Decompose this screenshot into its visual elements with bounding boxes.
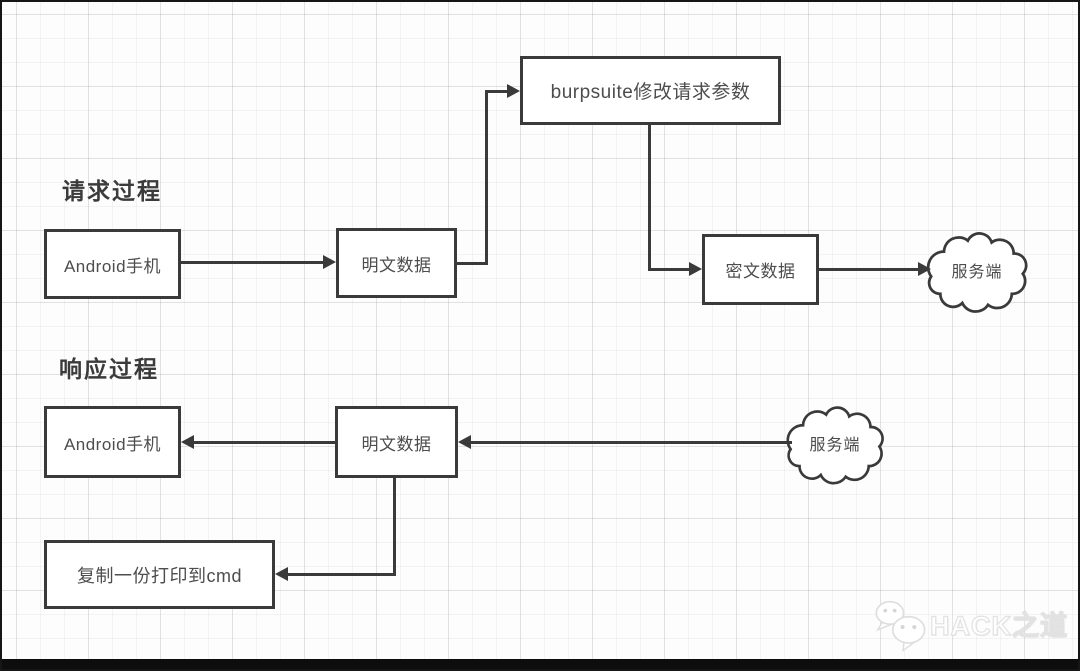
arrowhead-left-icon [458, 435, 471, 449]
node-server-cloud-request: 服务端 [920, 226, 1034, 314]
edge-plain-to-cmd-h [288, 573, 396, 576]
edge-plain-to-burp-h1 [457, 262, 488, 265]
arrowhead-left-icon [181, 435, 194, 449]
server-label-request: 服务端 [951, 264, 1003, 281]
node-copy-to-cmd: 复制一份打印到cmd [44, 540, 275, 609]
node-ciphertext: 密文数据 [702, 234, 819, 305]
node-android-response: Android手机 [44, 406, 181, 478]
edge-plain-to-cmd-v [393, 478, 396, 576]
request-section-label: 请求过程 [62, 178, 162, 204]
arrowhead-left-icon [275, 567, 288, 581]
arrowhead-right-icon [507, 84, 520, 98]
arrowhead-right-icon [689, 262, 702, 276]
cloud-shape-icon [786, 406, 884, 485]
node-plaintext-response: 明文数据 [335, 406, 458, 478]
bottom-frame-bar [2, 659, 1078, 669]
cloud-shape-icon [926, 232, 1028, 313]
node-burpsuite: burpsuite修改请求参数 [520, 56, 781, 125]
edge-burp-to-cipher-h [648, 268, 689, 271]
edge-cipher-to-server [819, 268, 918, 271]
edge-burp-to-cipher-v [648, 125, 651, 271]
edge-server-to-plain [471, 441, 792, 444]
edge-plain-to-burp-h2 [485, 90, 507, 93]
node-plaintext-request: 明文数据 [336, 228, 457, 298]
arrowhead-right-icon [918, 262, 931, 276]
response-section-label: 响应过程 [59, 356, 159, 382]
edge-plain-to-burp-v [485, 90, 488, 265]
arrowhead-right-icon [323, 255, 336, 269]
server-label-response: 服务端 [809, 437, 861, 454]
node-android-request: Android手机 [44, 229, 181, 299]
watermark: HACK之道 [874, 598, 1074, 656]
watermark-text: HACK之道 [929, 610, 1068, 641]
wechat-icon [875, 600, 926, 653]
edge-android-to-plain [181, 261, 324, 264]
edge-plain-to-android [192, 441, 335, 444]
node-server-cloud-response: 服务端 [780, 398, 890, 488]
